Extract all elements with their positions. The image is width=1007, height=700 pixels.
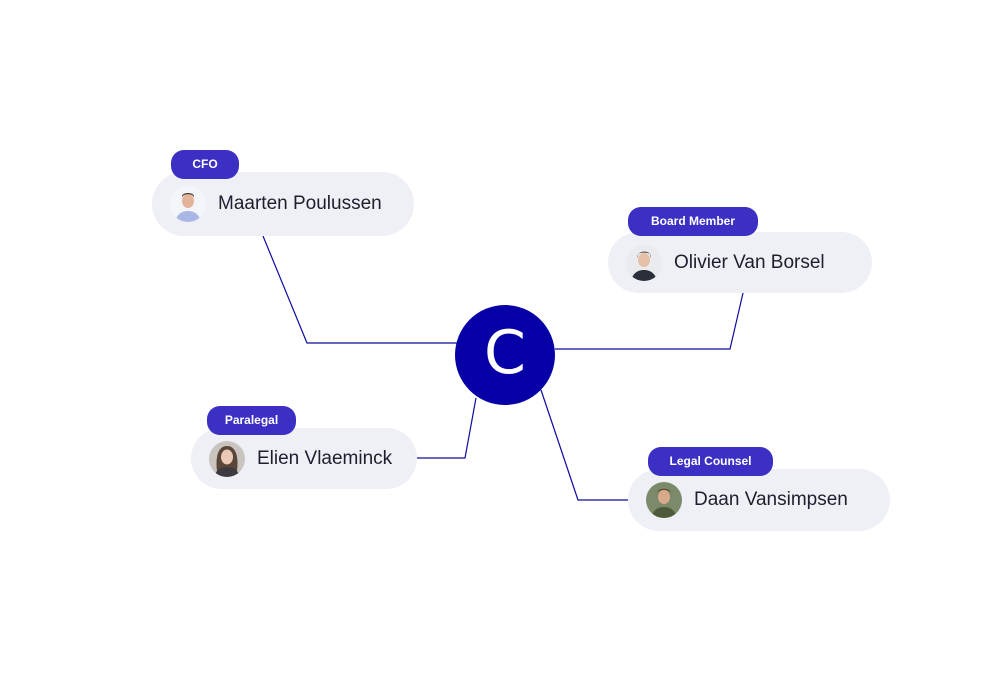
avatar-olivier-photo <box>626 244 662 281</box>
role-badge-paralegal: Paralegal <box>207 406 296 435</box>
connector-board <box>555 292 744 350</box>
person-name-board-member: Olivier Van Borsel <box>674 251 825 273</box>
company-logo-node[interactable]: C <box>455 305 555 405</box>
role-badge-board-member: Board Member <box>628 207 758 236</box>
person-name-cfo: Maarten Poulussen <box>218 193 382 214</box>
role-badge-cfo: CFO <box>171 150 239 179</box>
role-badge-legal-counsel: Legal Counsel <box>648 447 773 476</box>
person-name-legal-counsel: Daan Vansimpsen <box>694 489 848 510</box>
avatar-daan-photo <box>646 482 682 518</box>
connector-paralegal <box>417 397 477 459</box>
person-card-paralegal[interactable]: Elien Vlaeminck <box>191 428 417 489</box>
avatar-elien-photo <box>209 440 245 477</box>
person-card-legal-counsel[interactable]: Daan Vansimpsen <box>628 469 890 531</box>
person-name-paralegal: Elien Vlaeminck <box>257 447 393 469</box>
connector-legal-counsel <box>540 389 630 501</box>
person-card-cfo[interactable]: Maarten Poulussen <box>152 172 414 236</box>
person-card-board-member[interactable]: Olivier Van Borsel <box>608 232 872 293</box>
avatar-maarten-photo <box>170 186 206 222</box>
company-logo-letter: C <box>484 318 526 388</box>
connector-cfo <box>262 235 457 344</box>
